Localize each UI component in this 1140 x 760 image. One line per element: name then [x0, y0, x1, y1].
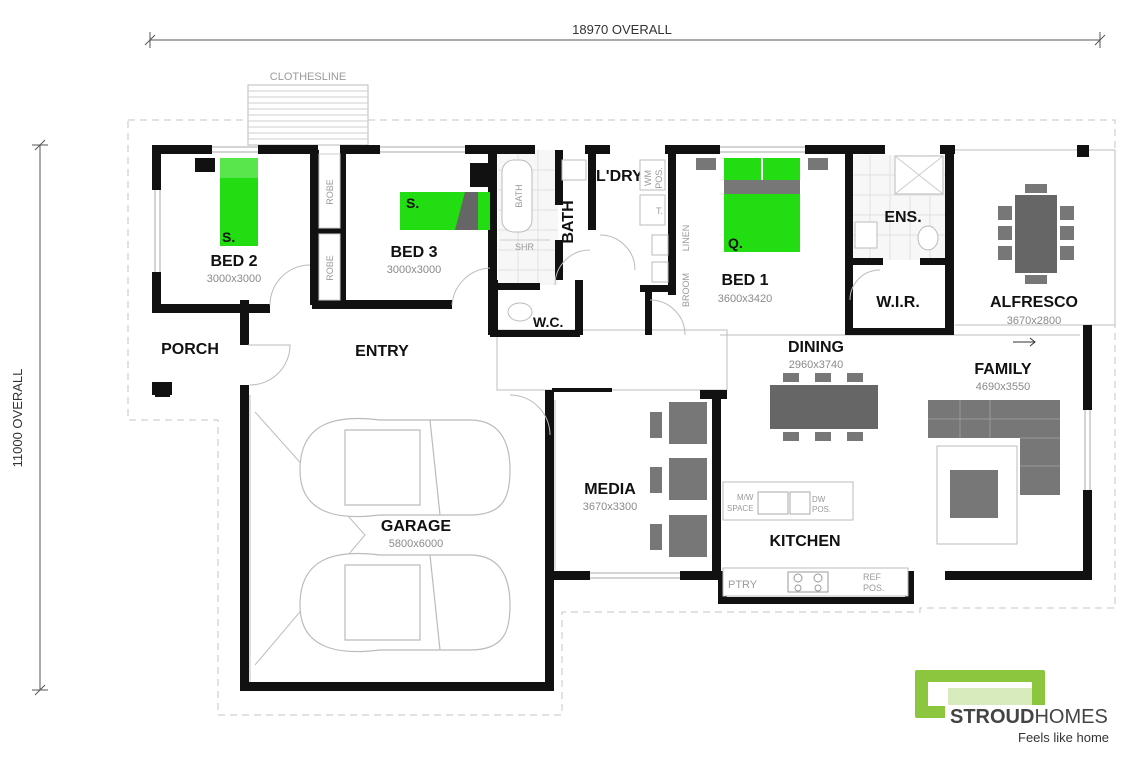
microwave-space-label: SPACE	[727, 504, 754, 513]
bed-2-room: S. BED 2 3000x3000	[207, 158, 261, 285]
garage-name: GARAGE	[381, 518, 452, 535]
laundry-tub-icon	[639, 194, 666, 226]
media-chair-icon	[669, 515, 707, 557]
kitchen: M/W SPACE DW POS. KITCHEN PTRY REF POS.	[722, 481, 909, 597]
bed-1-room: Q. BED 1 3600x3420	[696, 158, 828, 305]
garage-dims: 5800x6000	[389, 538, 443, 550]
family-dims: 4690x3550	[976, 381, 1030, 393]
bed-3-bed-label: S.	[406, 195, 419, 211]
porch-name: PORCH	[161, 341, 219, 358]
logo-brand-bold: STROUD	[950, 706, 1034, 728]
ensuite: ENS. W.I.R.	[854, 155, 944, 311]
stroud-homes-logo: STROUDHOMES Feels like home	[915, 670, 1135, 745]
laundry: L'DRY WM POS. T. LINEN BROOM	[596, 159, 691, 307]
bed-1-dims: 3600x3420	[718, 293, 772, 305]
toilet-icon	[507, 302, 533, 322]
sink-icon	[757, 491, 789, 515]
media-chair-icon	[669, 402, 707, 444]
washer-icon	[639, 159, 666, 191]
washer-pos-label: POS.	[654, 167, 664, 189]
ensuite-toilet-icon	[917, 225, 939, 251]
outdoor-table-icon	[1015, 195, 1057, 273]
media-chair-icon	[669, 458, 707, 500]
bed-3-dims: 3000x3000	[387, 264, 441, 276]
bed-2-name: BED 2	[210, 253, 257, 270]
bed-3-room: S. BED 3 3000x3000	[387, 192, 490, 276]
bath-name: BATH	[560, 200, 577, 243]
alfresco-dims: 3670x2800	[1007, 315, 1061, 327]
tub-label: T.	[656, 206, 663, 216]
microwave-label: M/W	[737, 493, 754, 502]
single-bed-icon	[220, 158, 258, 246]
wc-name: W.C.	[533, 314, 563, 330]
svg-text:STROUDHOMES: STROUDHOMES	[950, 706, 1108, 728]
clothesline: CLOTHESLINE	[247, 71, 369, 146]
robe-label-2: ROBE	[325, 255, 335, 281]
logo-tagline: Feels like home	[1018, 730, 1109, 745]
bathtub-icon	[501, 159, 533, 233]
media-dims: 3670x3300	[583, 501, 637, 513]
bathroom: BATH SHR BATH W.C.	[500, 159, 587, 330]
fridge-pos-label: POS.	[863, 583, 885, 593]
alfresco-name: ALFRESCO	[990, 294, 1078, 311]
family: FAMILY 4690x3550	[928, 337, 1060, 545]
windows	[154, 146, 1091, 579]
car-icon	[299, 552, 511, 653]
logo-brand-light: HOMES	[1034, 706, 1107, 728]
robes: ROBE ROBE	[318, 153, 341, 301]
interior-lines	[249, 149, 1116, 690]
dining-name: DINING	[788, 339, 844, 356]
alfresco: ALFRESCO 3670x2800	[990, 184, 1078, 327]
dishwasher-label: DW	[812, 495, 826, 504]
overall-width-dimension: 18970 OVERALL	[144, 22, 1106, 48]
media: MEDIA 3670x3300	[583, 402, 707, 557]
garage: GARAGE 5800x6000	[299, 417, 511, 653]
cooktop-icon	[787, 571, 829, 593]
laundry-name: L'DRY	[596, 168, 643, 185]
dishwasher-pos-label: POS.	[812, 505, 831, 514]
vanity-icon	[854, 221, 878, 249]
robe-label-1: ROBE	[325, 179, 335, 205]
bath-tub-label: BATH	[514, 184, 524, 207]
fridge-label: REF	[863, 572, 882, 582]
dining-table-icon	[770, 385, 878, 429]
bed-2-dims: 3000x3000	[207, 273, 261, 285]
entry-name: ENTRY	[355, 343, 409, 360]
bed-1-name: BED 1	[721, 272, 768, 289]
bed-3-name: BED 3	[390, 244, 437, 261]
media-name: MEDIA	[584, 481, 636, 498]
shower-label: SHR	[515, 242, 535, 252]
family-name: FAMILY	[974, 361, 1032, 378]
coffee-table-icon	[950, 470, 998, 518]
clothesline-label: CLOTHESLINE	[270, 71, 346, 83]
car-icon	[299, 417, 511, 518]
overall-depth-label: 11000 OVERALL	[10, 369, 25, 468]
dining-dims: 2960x3740	[789, 359, 843, 371]
basin-icon	[561, 159, 587, 181]
bed-1-bed-label: Q.	[728, 235, 743, 251]
overall-depth-dimension: 11000 OVERALL	[10, 139, 48, 696]
broom-label: BROOM	[681, 273, 691, 307]
ensuite-name: ENS.	[884, 209, 921, 226]
porch-entry: PORCH ENTRY	[161, 341, 409, 360]
washer-label: WM	[643, 170, 653, 186]
doors	[248, 234, 881, 436]
kitchen-name: KITCHEN	[769, 533, 840, 550]
bed-2-bed-label: S.	[222, 229, 235, 245]
overall-width-label: 18970 OVERALL	[572, 22, 672, 37]
pantry-label: PTRY	[728, 579, 758, 591]
dining: DINING 2960x3740	[770, 339, 878, 441]
site-outline	[127, 119, 1116, 716]
wir-name: W.I.R.	[876, 294, 920, 311]
linen-label: LINEN	[681, 225, 691, 252]
